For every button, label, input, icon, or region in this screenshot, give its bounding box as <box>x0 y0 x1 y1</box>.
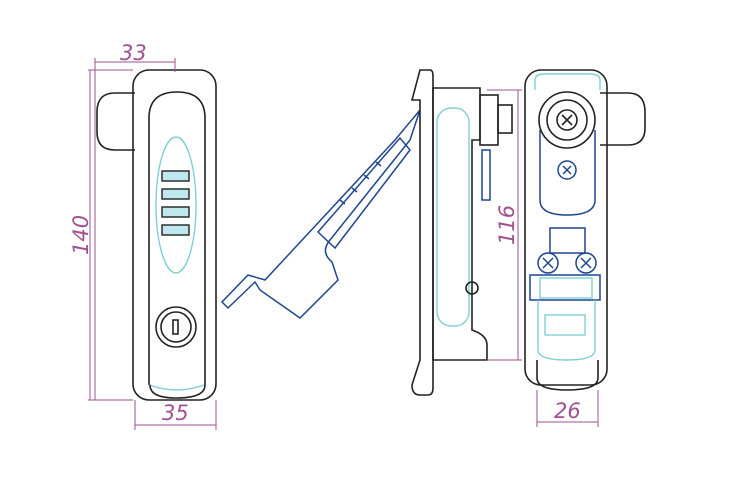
dim-bottom-width: 35 <box>162 401 189 425</box>
key-lock-inner <box>160 311 192 343</box>
rear-lower-accent <box>537 300 596 361</box>
dial <box>161 188 190 200</box>
back-plate <box>410 69 434 396</box>
dim-height: 140 <box>69 215 93 255</box>
rear-view <box>524 69 646 391</box>
rear-label-area <box>544 314 586 336</box>
side-view <box>220 69 513 396</box>
side-inner <box>436 107 470 327</box>
small-screw-cross <box>562 165 572 175</box>
latch-accent <box>539 277 593 299</box>
bracket-screw-right <box>575 252 597 274</box>
dial <box>161 206 190 218</box>
rear-top-accent <box>534 73 601 90</box>
handle-slot <box>316 136 411 250</box>
key-lock <box>155 306 197 348</box>
rear-bottom <box>536 360 599 391</box>
dim-lines-bottom <box>134 400 217 430</box>
dim-side-height: 116 <box>495 205 519 245</box>
front-wing <box>96 92 135 151</box>
combination-dials <box>161 170 190 236</box>
dial <box>161 170 190 182</box>
latch-plate <box>529 274 601 301</box>
front-view <box>96 69 217 401</box>
front-bottom-curve <box>149 384 205 391</box>
dimensions: 33 140 35 116 26 <box>69 41 599 430</box>
small-screw-icon <box>557 160 577 180</box>
handle-dials <box>339 161 382 205</box>
rear-screw-cross <box>561 114 573 126</box>
open-handle <box>220 109 421 319</box>
front-bottom <box>149 384 206 399</box>
rear-body <box>524 69 608 386</box>
screw-cross <box>580 257 592 269</box>
dim-rear-width: 26 <box>554 399 581 423</box>
side-body <box>432 87 488 361</box>
side-nut <box>479 94 499 146</box>
dim-top-width: 33 <box>120 41 147 65</box>
front-slot <box>148 91 206 385</box>
latch-bracket <box>549 227 586 254</box>
dial-window <box>155 136 197 274</box>
rear-nut-inner <box>546 99 588 141</box>
side-pivot <box>465 281 479 295</box>
dim-lines-front <box>88 58 176 401</box>
dim-lines-rear <box>536 390 599 427</box>
side-bolt <box>497 104 513 134</box>
rear-cam-plate <box>539 130 596 216</box>
screw-cross <box>542 257 554 269</box>
side-cam <box>481 149 491 201</box>
dim-lines-side <box>487 89 522 361</box>
dial <box>161 224 190 236</box>
bracket-screw-left <box>537 252 559 274</box>
keyhole-icon <box>172 319 179 335</box>
rear-nut <box>538 91 596 149</box>
rear-screw-icon <box>556 109 578 131</box>
rear-wing <box>600 92 646 146</box>
